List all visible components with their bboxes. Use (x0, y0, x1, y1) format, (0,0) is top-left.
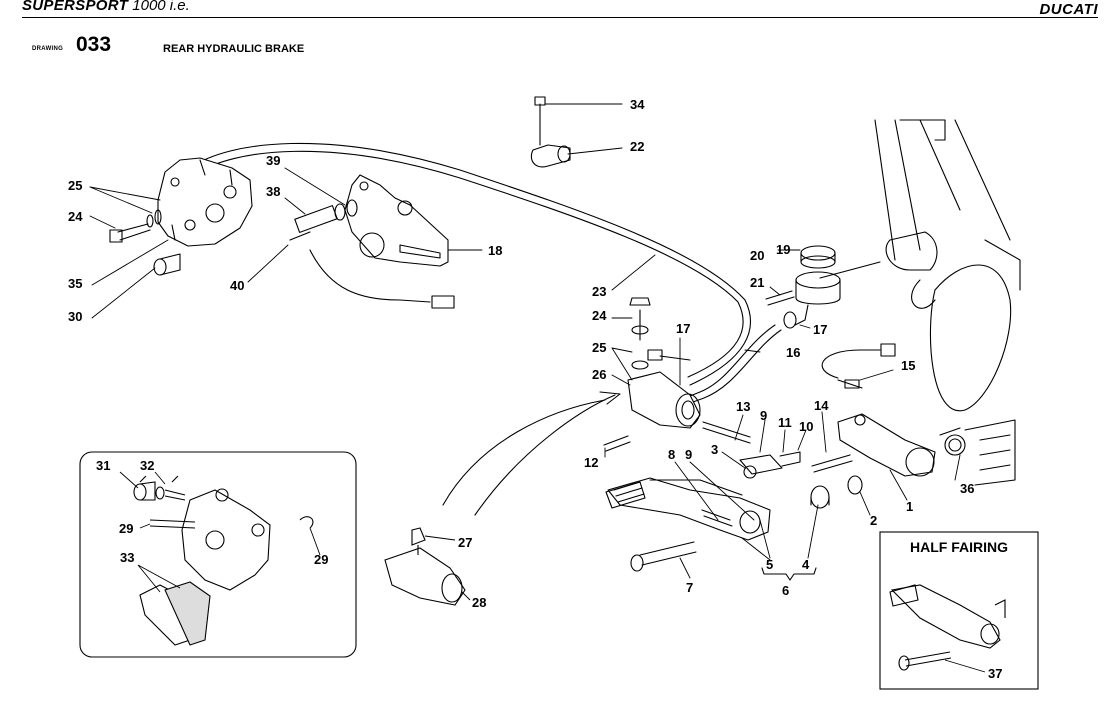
callout-18: 18 (488, 243, 502, 258)
clevis (739, 451, 801, 479)
callout-27: 27 (458, 535, 472, 550)
half-fairing-inset (879, 531, 1039, 690)
master-cylinder-detail (384, 527, 471, 606)
callout-10: 10 (799, 419, 813, 434)
callout-22: 22 (630, 139, 644, 154)
callout-8: 8 (668, 447, 675, 462)
caliper-bushing (153, 253, 181, 276)
callout-24-master: 24 (592, 308, 607, 323)
callout-20: 20 (750, 248, 764, 263)
caliper-bracket (344, 174, 449, 267)
callout-37: 37 (988, 666, 1002, 681)
callout-leaders (89, 103, 961, 579)
callout-29-right: 29 (314, 552, 328, 567)
detail-arrows (442, 391, 621, 516)
callout-16: 16 (786, 345, 800, 360)
callout-24-caliper: 24 (68, 209, 83, 224)
callout-31: 31 (96, 458, 110, 473)
drawing-title: REAR HYDRAULIC BRAKE (163, 43, 305, 55)
callout-12: 12 (584, 455, 598, 470)
callout-38: 38 (266, 184, 280, 199)
reservoir-bolt (765, 290, 795, 306)
drawing-number: 033 (76, 33, 112, 56)
callout-36: 36 (960, 481, 974, 496)
master-cylinder-bolt (603, 435, 631, 452)
lever-bolt (811, 454, 853, 473)
brake-light-switch (821, 343, 896, 389)
callout-30: 30 (68, 309, 82, 324)
callout-6: 6 (782, 583, 789, 598)
pivot-bolt (630, 541, 697, 572)
callout-13: 13 (736, 399, 750, 414)
hose-clip (530, 96, 571, 168)
sensor-cable (309, 249, 431, 303)
brake-lever-assembly (837, 413, 936, 477)
callout-4: 4 (802, 557, 810, 572)
callout-14: 14 (814, 398, 829, 413)
callout-25-master: 25 (592, 340, 606, 355)
master-cylinder (627, 297, 701, 429)
model-name: SUPERSPORT 1000 i.e. (22, 0, 190, 14)
callout-32: 32 (140, 458, 154, 473)
caliper-bolt (109, 209, 162, 243)
caliper-pin (289, 199, 358, 241)
drawing-label: DRAWING (32, 46, 64, 52)
callout-7: 7 (686, 580, 693, 595)
callout-21: 21 (750, 275, 764, 290)
washer-bushing (810, 475, 863, 509)
callout-23: 23 (592, 284, 606, 299)
rear-brake-caliper (157, 157, 253, 247)
callout-29-left: 29 (119, 521, 133, 536)
group-bracket-6 (761, 567, 817, 581)
model-name-bold: SUPERSPORT (22, 0, 129, 14)
frame (819, 119, 1021, 412)
callout-5: 5 (766, 557, 773, 572)
callout-19: 19 (776, 242, 790, 257)
callout-25-caliper: 25 (68, 178, 82, 193)
footrest-plate (964, 419, 1016, 486)
return-spring (939, 427, 966, 456)
callout-2: 2 (870, 513, 877, 528)
rear-brake-hose (189, 142, 752, 386)
callout-35: 35 (68, 276, 82, 291)
callout-17-top: 17 (676, 321, 690, 336)
callout-40: 40 (230, 278, 244, 293)
callout-1: 1 (906, 499, 913, 514)
callout-15: 15 (901, 358, 915, 373)
callout-3: 3 (711, 442, 718, 457)
sensor-connector (431, 295, 455, 309)
callout-9-lower: 9 (685, 447, 692, 462)
header-divider (22, 17, 1098, 18)
reservoir-hose (689, 311, 797, 403)
callout-17-reservoir: 17 (813, 322, 827, 337)
callout-28: 28 (472, 595, 486, 610)
callout-39: 39 (266, 153, 280, 168)
brand-logo: DUCATI (1039, 1, 1098, 18)
fluid-reservoir (794, 245, 841, 326)
half-fairing-title: HALF FAIRING (910, 539, 1008, 555)
model-name-rest: 1000 i.e. (128, 0, 190, 14)
foot-lever (605, 477, 771, 541)
callout-33: 33 (120, 550, 134, 565)
callout-11: 11 (778, 415, 792, 430)
callout-34: 34 (630, 97, 645, 112)
callout-26: 26 (592, 367, 606, 382)
caliper-detail-inset (79, 451, 357, 658)
callout-9-upper: 9 (760, 408, 767, 423)
push-rod (702, 421, 751, 444)
